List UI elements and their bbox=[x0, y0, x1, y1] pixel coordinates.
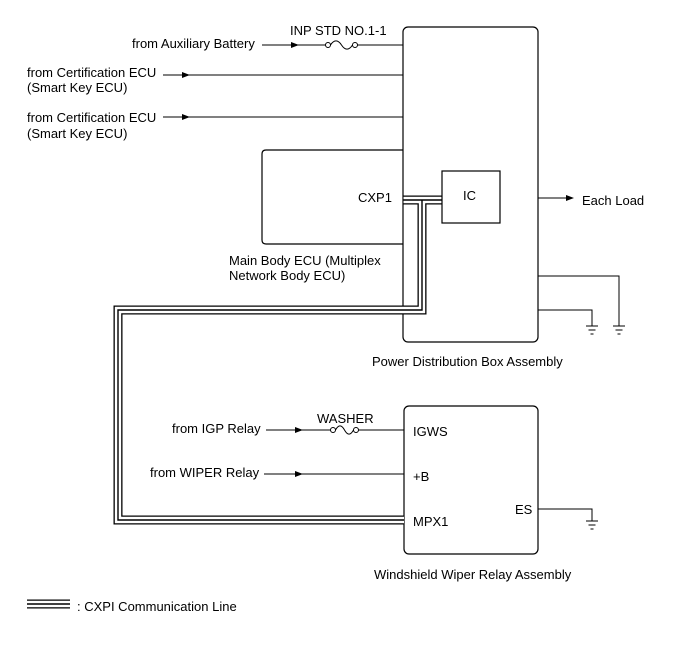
ground-icon bbox=[586, 520, 598, 530]
es-terminal-label: ES bbox=[515, 502, 533, 517]
certification-ecu-circuit-2 bbox=[163, 114, 403, 120]
legend-cxpi-label: : CXPI Communication Line bbox=[77, 599, 237, 614]
fuse-terminal-icon bbox=[330, 427, 336, 433]
wiper-relay-arrow-icon bbox=[295, 471, 303, 477]
each-load-output bbox=[538, 195, 574, 201]
certification-ecu-arrow-icon bbox=[182, 72, 190, 78]
fuse-terminal-icon bbox=[325, 42, 331, 48]
auxiliary-battery-label: from Auxiliary Battery bbox=[132, 36, 255, 51]
certification-ecu-2-label: from Certification ECU bbox=[27, 110, 156, 125]
wiper-relay-circuit bbox=[264, 471, 404, 477]
each-load-label: Each Load bbox=[582, 193, 644, 208]
ground-icon bbox=[586, 325, 598, 335]
cxp1-terminal-label: CXP1 bbox=[358, 190, 392, 205]
pdb-ground-1 bbox=[538, 275, 625, 335]
igp-relay-arrow-icon bbox=[295, 427, 303, 433]
inp-std-fuse-icon bbox=[325, 40, 358, 50]
pdb-ground-2 bbox=[538, 309, 598, 335]
cxpi-communication-line bbox=[113, 195, 442, 525]
auxiliary-battery-circuit bbox=[262, 40, 403, 50]
fuse-element-icon bbox=[335, 425, 354, 435]
each-load-arrow-icon bbox=[566, 195, 574, 201]
certification-ecu-2-sublabel: (Smart Key ECU) bbox=[27, 126, 127, 141]
fuse-terminal-icon bbox=[353, 427, 359, 433]
auxiliary-battery-arrow-icon bbox=[291, 42, 299, 48]
power-distribution-box bbox=[402, 26, 539, 343]
ground-icon bbox=[613, 325, 625, 335]
ic-box bbox=[441, 170, 501, 224]
plus-b-terminal-label: +B bbox=[413, 469, 429, 484]
certification-ecu-1-label: from Certification ECU bbox=[27, 65, 156, 80]
certification-ecu-1-sublabel: (Smart Key ECU) bbox=[27, 80, 127, 95]
certification-ecu-circuit-1 bbox=[163, 72, 403, 78]
ground-wire bbox=[538, 275, 620, 326]
es-ground bbox=[538, 508, 598, 530]
fuse-element-icon bbox=[330, 40, 353, 50]
windshield-wiper-relay-box bbox=[403, 405, 539, 555]
igp-relay-label: from IGP Relay bbox=[172, 421, 261, 436]
ground-wire bbox=[538, 309, 593, 326]
power-distribution-box-name: Power Distribution Box Assembly bbox=[372, 354, 563, 369]
mpx1-terminal-label: MPX1 bbox=[413, 514, 448, 529]
washer-fuse-label: WASHER bbox=[317, 411, 374, 426]
certification-ecu-arrow-icon bbox=[182, 114, 190, 120]
washer-fuse-icon bbox=[330, 425, 359, 435]
ic-label: IC bbox=[463, 188, 476, 203]
main-body-ecu-name-line2: Network Body ECU) bbox=[229, 268, 345, 283]
wiper-relay-label: from WIPER Relay bbox=[150, 465, 260, 480]
windshield-wiper-relay-name: Windshield Wiper Relay Assembly bbox=[374, 567, 572, 582]
main-body-ecu-box bbox=[261, 149, 403, 245]
ground-wire bbox=[538, 508, 593, 521]
igws-terminal-label: IGWS bbox=[413, 424, 448, 439]
main-body-ecu-name-line1: Main Body ECU (Multiplex bbox=[229, 253, 381, 268]
igp-relay-circuit bbox=[266, 425, 404, 435]
fuse-terminal-icon bbox=[352, 42, 358, 48]
inp-std-fuse-label: INP STD NO.1-1 bbox=[290, 23, 387, 38]
cxpi-line-core bbox=[117, 199, 442, 521]
